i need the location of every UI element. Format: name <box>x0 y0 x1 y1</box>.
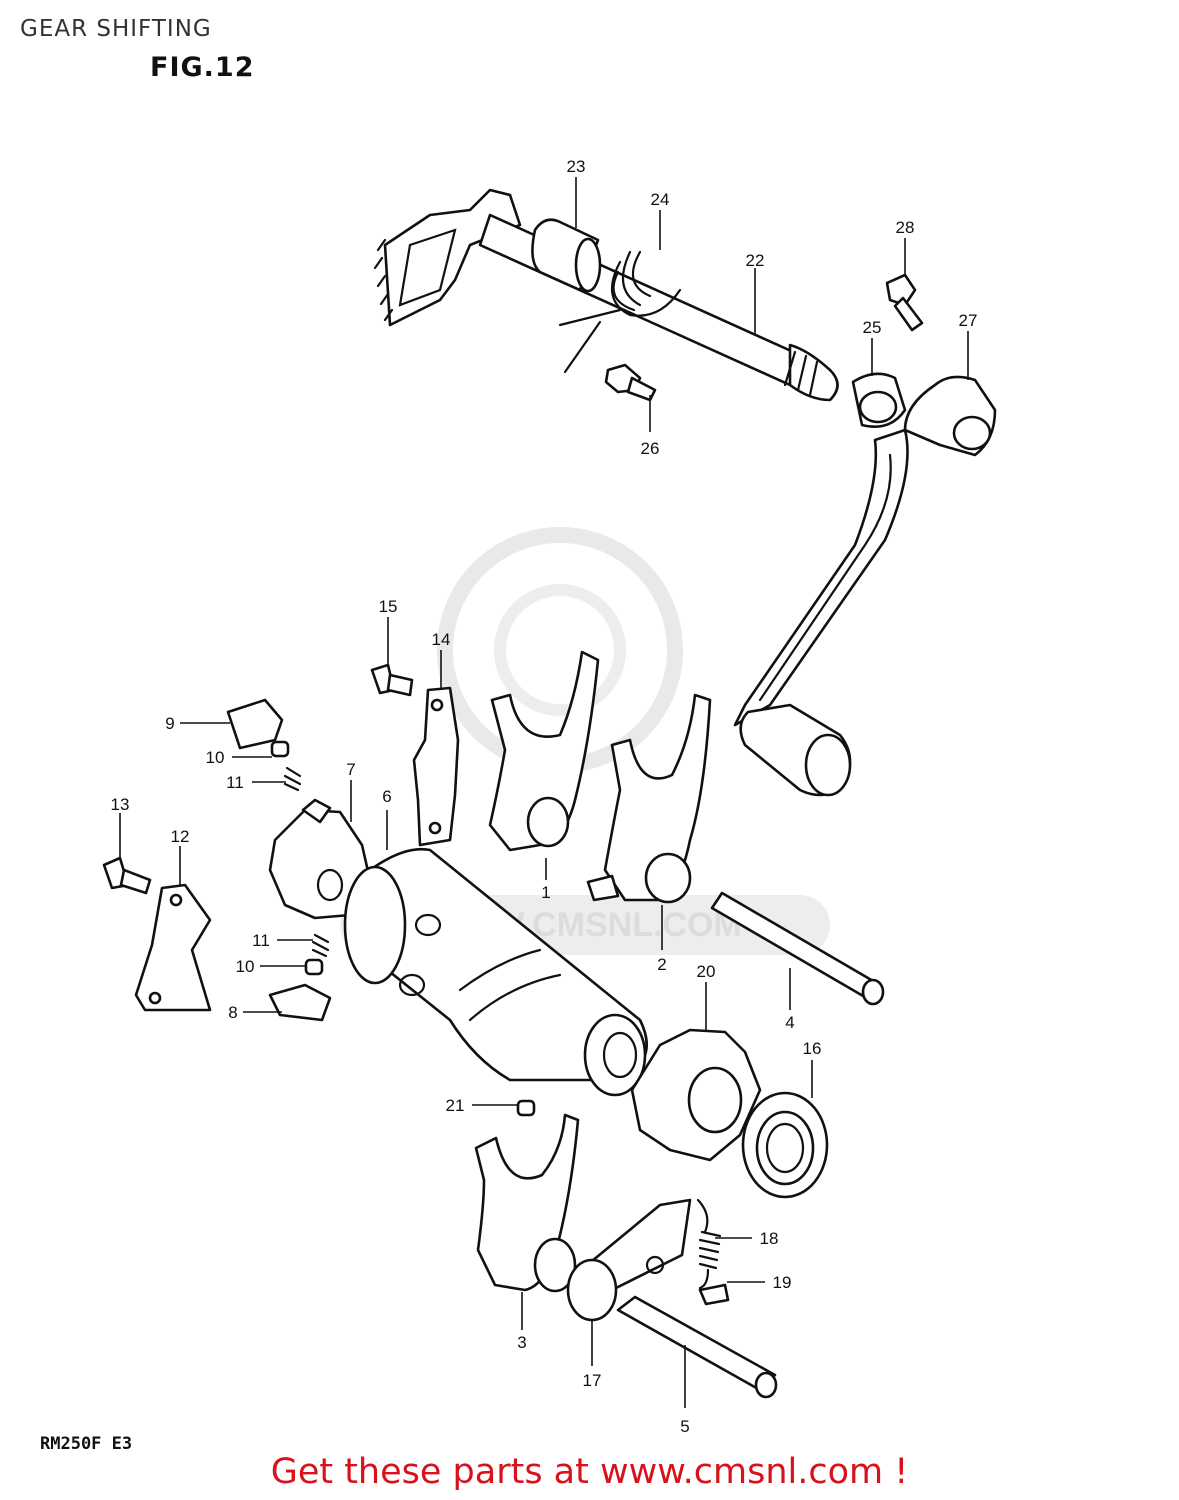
promo-link[interactable]: Get these parts at www.cmsnl.com ! <box>270 1452 909 1492</box>
oil-seal-25 <box>851 372 907 428</box>
gearshift-lever-27 <box>733 375 997 797</box>
gearshift-shaft-assembly <box>373 188 839 402</box>
callout-5: 5 <box>680 1417 689 1436</box>
callout-14: 14 <box>432 630 451 649</box>
callout-20: 20 <box>697 962 716 981</box>
callout-11a: 11 <box>226 773 244 792</box>
callout-4: 4 <box>785 1013 794 1032</box>
callout-6: 6 <box>382 787 391 806</box>
bearing-16 <box>741 1091 829 1199</box>
pin-19 <box>698 1283 730 1306</box>
fork-shaft-4 <box>710 891 885 1006</box>
callout-9: 9 <box>165 714 174 733</box>
shaft-5 <box>616 1295 778 1399</box>
cam-stopper-set-lower <box>268 933 332 1022</box>
section-title: GEAR SHIFTING <box>20 16 212 42</box>
callout-11b: 11 <box>252 931 270 950</box>
bolt-26 <box>604 363 657 402</box>
callout-21: 21 <box>446 1096 465 1115</box>
callout-23: 23 <box>567 157 586 176</box>
shift-fork-3 <box>474 1113 580 1293</box>
shift-fork-2 <box>586 693 712 904</box>
cam-guide-20 <box>630 1028 762 1162</box>
pin-21 <box>516 1099 536 1117</box>
cam-guide-plate-12 <box>134 883 212 1012</box>
callout-1: 1 <box>541 883 550 902</box>
callout-10a: 10 <box>206 748 225 767</box>
callout-7: 7 <box>346 760 355 779</box>
callout-10b: 10 <box>236 957 255 976</box>
shift-fork-1 <box>488 650 600 852</box>
callout-12: 12 <box>171 827 190 846</box>
callout-18: 18 <box>760 1229 779 1248</box>
callout-25: 25 <box>863 318 882 337</box>
stopper-plate-14 <box>412 686 460 847</box>
bolt-28 <box>885 273 924 332</box>
callout-17: 17 <box>583 1371 602 1390</box>
screw-13 <box>102 856 152 895</box>
callout-3: 3 <box>517 1333 526 1352</box>
callout-13: 13 <box>111 795 130 814</box>
cam-stopper-set-upper <box>226 698 302 792</box>
callout-24: 24 <box>651 190 670 209</box>
figure-label: FIG.12 <box>150 52 255 83</box>
callout-labels: 1 2 3 4 5 6 7 8 9 10 10 11 11 12 13 14 1 <box>111 157 978 1436</box>
callout-28: 28 <box>896 218 915 237</box>
gearshift-cam-drum-6 <box>343 847 648 1097</box>
callout-22: 22 <box>746 251 765 270</box>
parts-diagram: WWW.CMSNL.COM <box>102 157 997 1436</box>
callout-26: 26 <box>641 439 660 458</box>
callout-15: 15 <box>379 597 398 616</box>
callout-2: 2 <box>657 955 666 974</box>
screw-15 <box>370 663 414 697</box>
callout-27: 27 <box>959 311 978 330</box>
callout-16: 16 <box>803 1039 822 1058</box>
callout-19: 19 <box>773 1273 792 1292</box>
callout-8: 8 <box>228 1003 237 1022</box>
model-code: RM250F E3 <box>40 1434 133 1454</box>
spring-18 <box>696 1198 722 1290</box>
